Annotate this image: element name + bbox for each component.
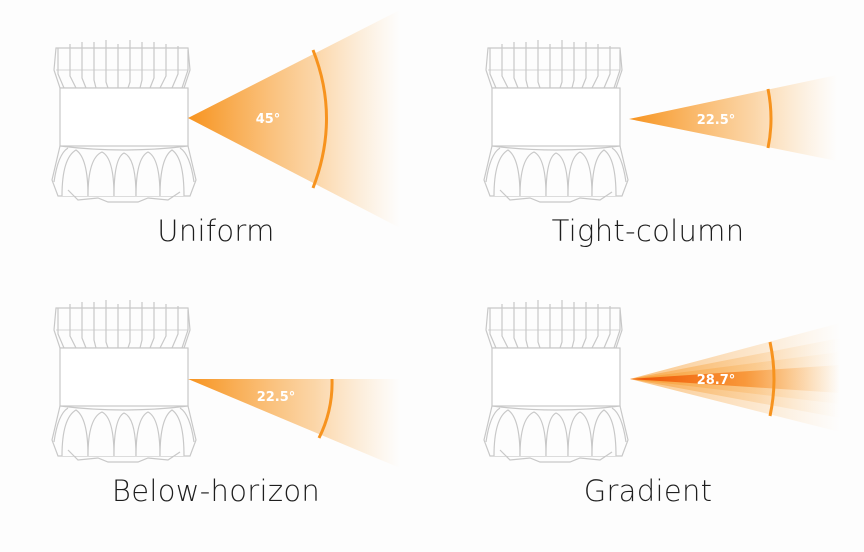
light-fixture-icon [51,39,197,203]
below-horizon-diagram: 22.5° [51,299,400,468]
gradient-diagram: 28.7° [483,299,840,463]
caption: Gradient [583,474,713,508]
angle-arc [766,88,773,149]
light-fixture-icon [483,39,629,203]
angle-arc [768,341,776,417]
uniform-diagram: 45° [51,10,400,228]
light-fixture-icon [51,299,197,463]
angle-label: 22.5° [257,390,296,405]
panel-below-horizon: 22.5° Below-horizon [0,260,432,536]
angle-arc [311,49,328,189]
caption: Tight-column [551,214,745,248]
beam-wedge [188,379,400,468]
light-fixture-icon [483,299,629,463]
panel-gradient: 28.7° Gradient [432,260,864,536]
tight-column-diagram: 22.5° [483,39,837,203]
beam-core [630,365,840,393]
angle-label: 45° [256,112,281,127]
beam-wedge [188,10,400,228]
panel-uniform: 45° Uniform [0,0,432,276]
caption: Below-horizon [111,474,321,508]
caption: Uniform [157,214,275,248]
panel-tight-column: 22.5° Tight-column [432,0,864,276]
beam-wedge [629,75,837,161]
angle-arc [317,378,334,439]
angle-label: 28.7° [697,373,736,388]
angle-label: 22.5° [697,113,736,128]
